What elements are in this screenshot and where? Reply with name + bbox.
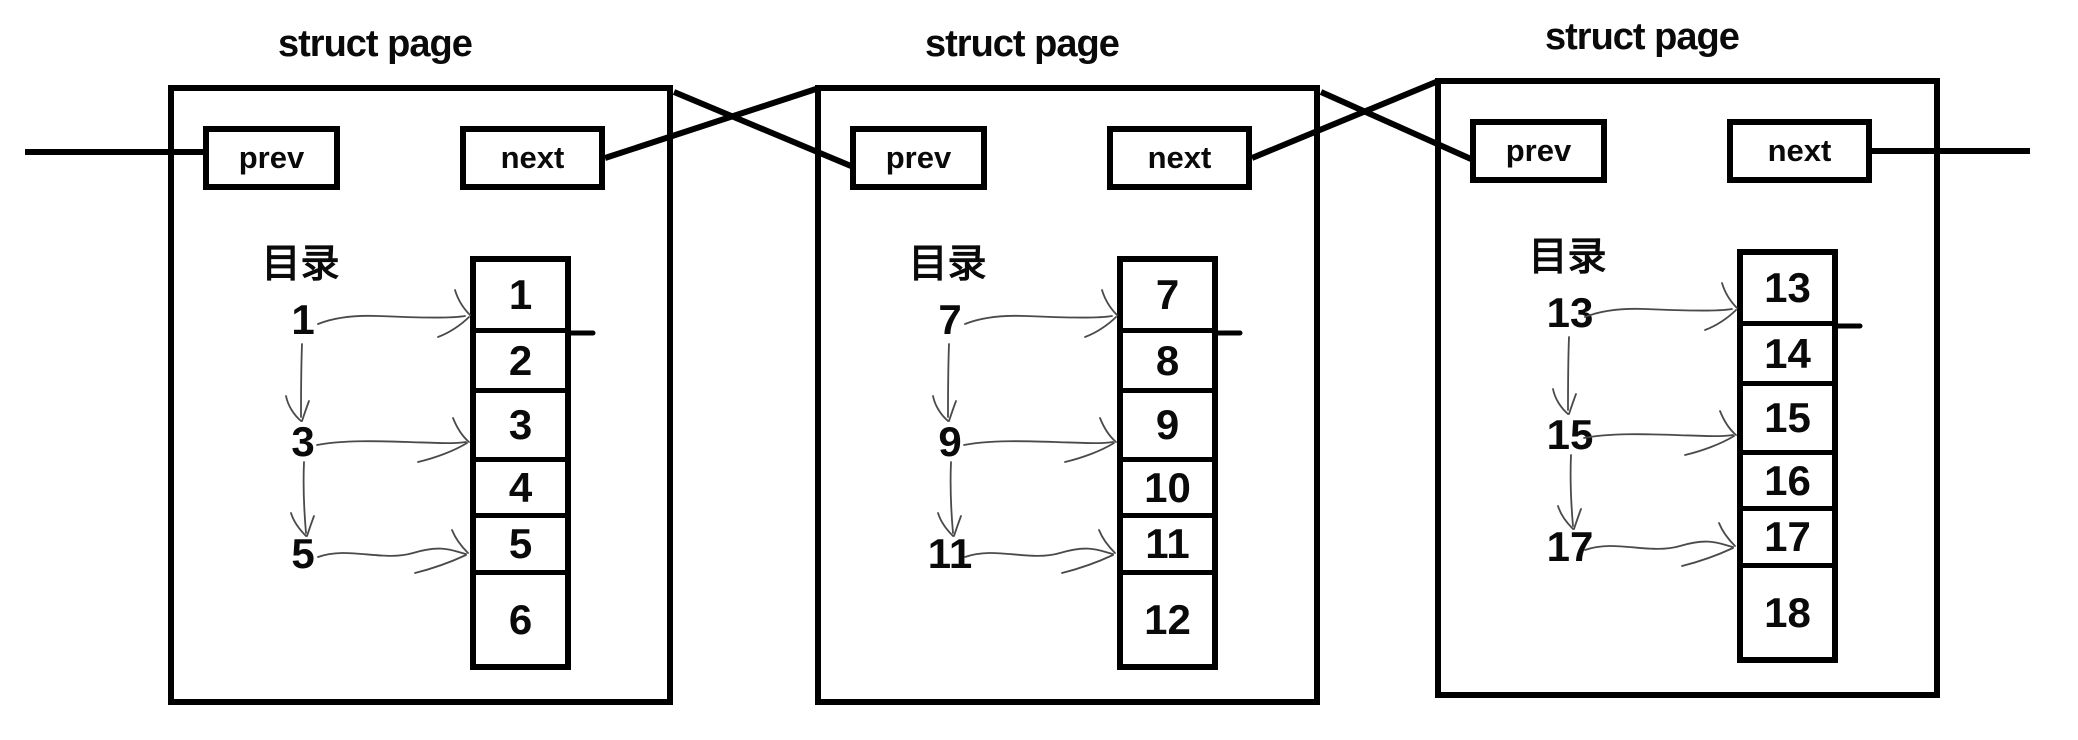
next-pointer-box: next — [460, 126, 605, 190]
directory-entry: 1 — [291, 296, 315, 343]
next-pointer-label: next — [1767, 133, 1832, 168]
page-cell: 7 — [1123, 262, 1212, 333]
page-cell: 12 — [1144, 595, 1191, 643]
page-cell-table: 13 14 15 16 17 18 — [1737, 249, 1838, 663]
page-cell: 9 — [1123, 393, 1212, 462]
directory-entry: 11 — [927, 530, 973, 577]
struct-page-panel-2: struct page prev next 目录 7 9 11 7 8 9 10… — [815, 23, 1320, 705]
page-cell-table: 7 8 9 10 11 12 — [1117, 256, 1218, 670]
directory-label: 目录 — [908, 243, 987, 286]
directory-entry: 5 — [291, 530, 315, 577]
page-cell: 14 — [1743, 326, 1832, 386]
directory-label: 目录 — [1528, 236, 1607, 279]
next-pointer-label: next — [500, 140, 565, 175]
page-cell: 1 — [476, 262, 565, 333]
directory-entry: 9 — [938, 418, 962, 465]
page-cell: 18 — [1764, 588, 1811, 636]
next-pointer-box: next — [1727, 119, 1872, 183]
struct-page-box — [1435, 78, 1940, 698]
directory-entry: 13 — [1546, 289, 1594, 336]
page-cell: 10 — [1123, 462, 1212, 518]
panel-title: struct page — [1545, 16, 1740, 58]
page-cell: 6 — [508, 595, 533, 643]
page-cell: 16 — [1743, 455, 1832, 511]
directory-entry: 17 — [1546, 523, 1594, 570]
page-cell: 11 — [1123, 518, 1212, 575]
prev-pointer-label: prev — [885, 140, 952, 175]
next-pointer-label: next — [1147, 140, 1212, 175]
panel-title: struct page — [278, 23, 473, 65]
panel-title: struct page — [925, 23, 1120, 65]
directory-label: 目录 — [261, 243, 340, 286]
prev-pointer-box: prev — [1470, 119, 1607, 183]
struct-page-box — [168, 85, 673, 705]
page-cell: 2 — [476, 333, 565, 393]
struct-page-box — [815, 85, 1320, 705]
next-pointer-box: next — [1107, 126, 1252, 190]
page-cell: 3 — [476, 393, 565, 462]
directory-entry: 15 — [1546, 411, 1594, 458]
page-cell: 4 — [476, 462, 565, 518]
struct-page-panel-3: struct page prev next 目录 13 15 17 13 14 … — [1435, 16, 1940, 698]
prev-pointer-box: prev — [850, 126, 987, 190]
page-cell: 8 — [1123, 333, 1212, 393]
directory-entry: 3 — [291, 418, 315, 465]
page-cell: 5 — [476, 518, 565, 575]
struct-page-panel-1: struct page prev next 目录 1 3 5 1 2 3 4 5… — [168, 23, 673, 705]
prev-pointer-box: prev — [203, 126, 340, 190]
page-cell: 13 — [1743, 255, 1832, 326]
prev-pointer-label: prev — [238, 140, 305, 175]
page-cell: 15 — [1743, 386, 1832, 455]
prev-pointer-label: prev — [1505, 133, 1572, 168]
page-cell-table: 1 2 3 4 5 6 — [470, 256, 571, 670]
page-cell: 17 — [1743, 511, 1832, 568]
directory-entry: 7 — [938, 296, 962, 343]
